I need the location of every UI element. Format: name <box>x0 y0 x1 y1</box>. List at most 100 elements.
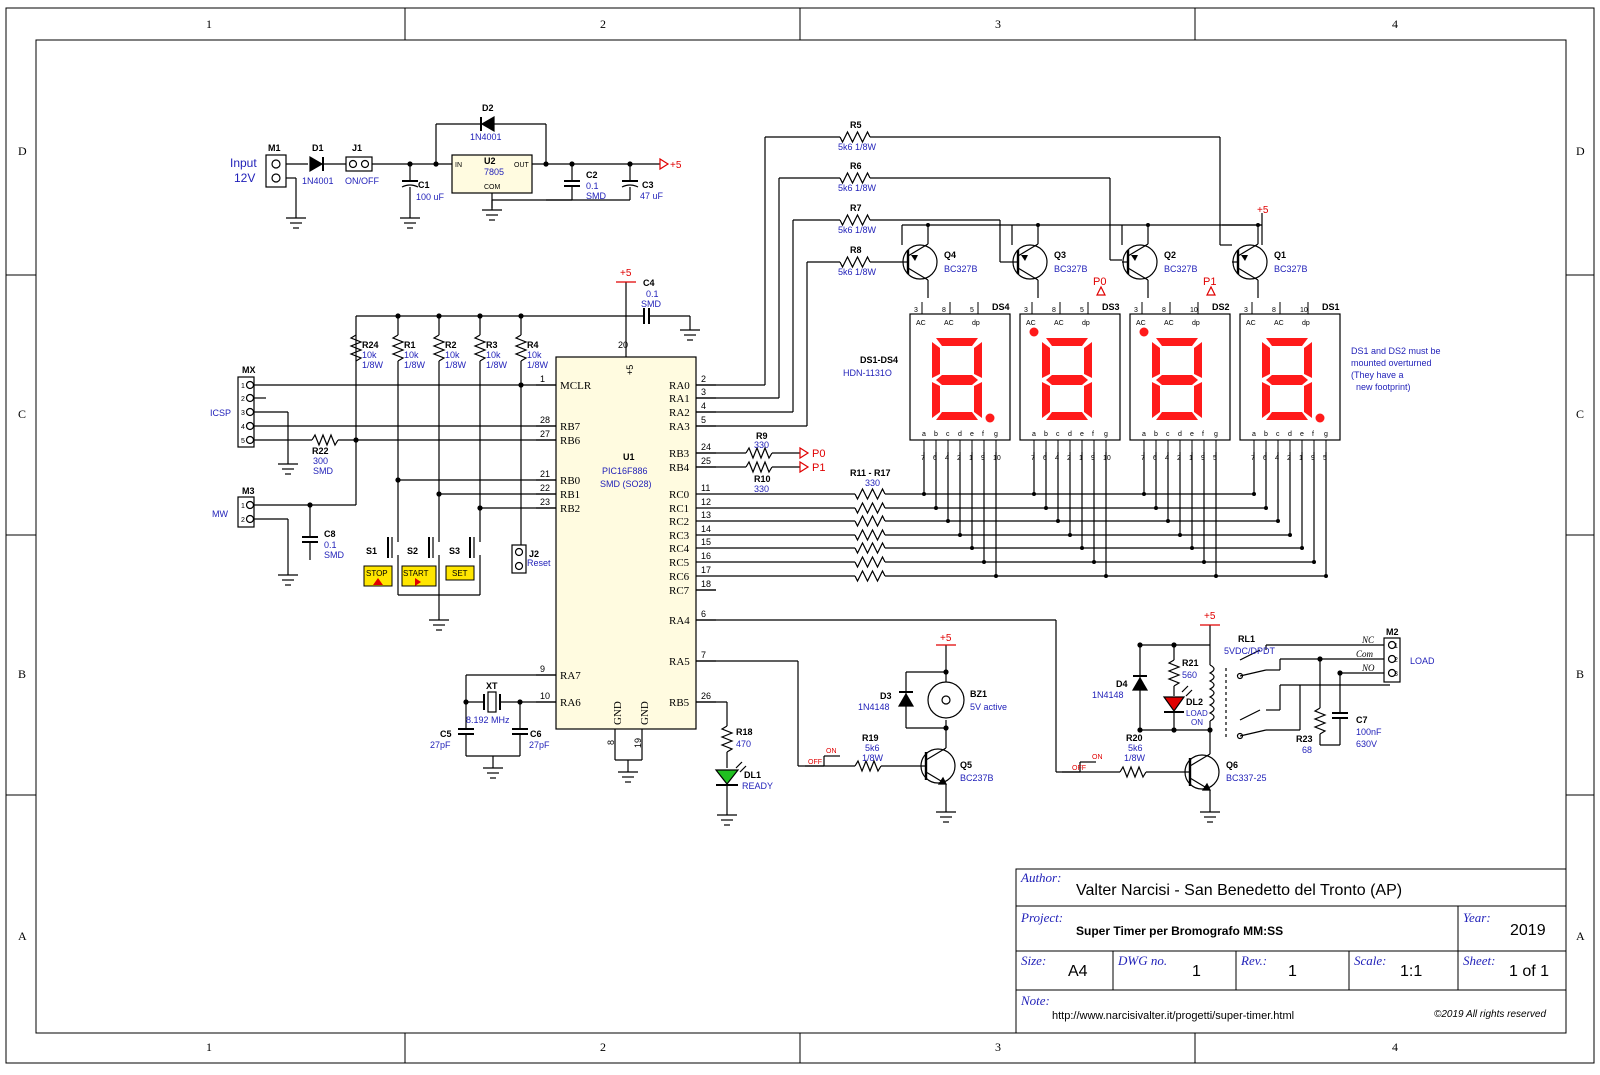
buzzer-supply-net: +5 <box>940 633 952 644</box>
zone-row-d: D <box>18 144 27 158</box>
mcu-pin-name-ra7: RA7 <box>560 670 581 682</box>
mcu-pin-name-ra0: RA0 <box>669 380 690 392</box>
junction-dot <box>934 506 938 510</box>
junction-dot <box>994 574 998 578</box>
mcu-u1 <box>555 356 697 730</box>
r20-v1: 5k6 <box>1128 743 1143 753</box>
d1-value: 1N4001 <box>302 176 334 186</box>
junction-dot <box>1036 223 1040 227</box>
display-top-pin-num: 8 <box>1052 307 1056 314</box>
j1-value: ON/OFF <box>345 176 379 186</box>
junction-dot <box>1166 519 1170 523</box>
input-voltage: 12V <box>234 171 255 185</box>
junction-dot <box>1276 519 1280 523</box>
mcu-pin-num-1: 1 <box>540 374 545 384</box>
r19-ref: R19 <box>862 733 879 743</box>
d3-value: 1N4148 <box>858 702 890 712</box>
zone-col-1: 1 <box>206 17 212 31</box>
segment-c <box>1084 382 1092 418</box>
c8-ref: C8 <box>324 529 336 539</box>
ds-note-line-1: DS1 and DS2 must be <box>1351 346 1441 356</box>
mcu-pin-name-rb0: RB0 <box>560 475 581 487</box>
q4-ref: Q4 <box>944 250 956 260</box>
c4-net: +5 <box>620 268 632 279</box>
mcu-pin-name-rc2: RC2 <box>669 516 689 528</box>
switch-tags <box>363 565 475 587</box>
display-bottom-pin-num: 2 <box>957 455 961 462</box>
segment-a <box>1156 338 1198 346</box>
mcu-pin-name-ra2: RA2 <box>669 407 690 419</box>
mw-pin-2: 2 <box>241 517 245 524</box>
junction-dot <box>1092 560 1096 564</box>
j1-ref: J1 <box>352 143 362 153</box>
junction-dot <box>1202 560 1206 564</box>
mcu-pin-num-26: 26 <box>701 691 711 701</box>
digit-driver-labels: R5 5k6 1/8W R6 5k6 1/8W R7 5k6 1/8W R8 5… <box>838 120 1308 277</box>
r7-value: 5k6 1/8W <box>838 225 877 235</box>
u1-pin-20-num: 20 <box>618 340 628 350</box>
c4-value-2: SMD <box>641 299 662 309</box>
display-top-pin-label: AC <box>1054 320 1064 327</box>
pullup-labels: R24 10k 1/8W R1 10k 1/8W R2 10k 1/8W R3 … <box>210 340 551 578</box>
mx-ref: MX <box>242 365 256 375</box>
r1-v2: 1/8W <box>404 360 426 370</box>
c1-value: 100 uF <box>416 192 445 202</box>
transistor-collector-leg <box>1237 267 1259 281</box>
junction-dot <box>1146 223 1150 227</box>
junction-dot <box>926 223 930 227</box>
c2-value-1: 0.1 <box>586 181 599 191</box>
xt-value: 8.192 MHz <box>466 715 510 725</box>
scale-label: Scale: <box>1354 953 1386 968</box>
u1-pin-19-num: 19 <box>633 738 643 748</box>
display-bottom-pin-num: 7 <box>1031 455 1035 462</box>
display-bottom-pin-num: 7 <box>1141 455 1145 462</box>
segment-dp <box>1139 327 1149 337</box>
segment-dp <box>985 413 995 423</box>
r18-ref: R18 <box>736 727 753 737</box>
c7-ref: C7 <box>1356 715 1368 725</box>
zone-col-3-bottom: 3 <box>995 1040 1001 1054</box>
display-top-pin-label: AC <box>1136 320 1146 327</box>
author-value: Valter Narcisi - San Benedetto del Tront… <box>1076 882 1402 899</box>
zone-row-c-right: C <box>1576 407 1584 421</box>
mcu-pin-name-ra6: RA6 <box>560 697 581 709</box>
dwg-label: DWG no. <box>1117 953 1167 968</box>
ds-note-line-2: mounted overturned <box>1351 358 1432 368</box>
rev-label: Rev.: <box>1240 953 1267 968</box>
r3-ref: R3 <box>486 340 498 350</box>
j2-label: Reset <box>527 558 551 568</box>
ds-group-ref: DS1-DS4 <box>860 355 898 365</box>
junction-dot <box>1264 506 1268 510</box>
segment-e <box>1262 382 1270 418</box>
mcu-pin-name-rc7: RC7 <box>669 585 690 597</box>
r19-v1: 5k6 <box>865 743 880 753</box>
year-label: Year: <box>1463 910 1491 925</box>
segment-b <box>1084 342 1092 378</box>
transistor-collector-leg <box>1127 267 1149 281</box>
display-top-pin-num: 5 <box>1080 307 1084 314</box>
display-top-pin-label: dp <box>1192 320 1200 327</box>
display-bottom-pin-num: 1 <box>1299 455 1303 462</box>
display-seg-label: e <box>1080 431 1084 438</box>
r23-ref: R23 <box>1296 734 1313 744</box>
display-bottom-pin-num: 9 <box>1091 455 1095 462</box>
segment-d <box>1266 412 1308 420</box>
display-seg-label: d <box>1288 431 1292 438</box>
mw-pin-1: 1 <box>241 503 245 510</box>
zone-row-b-right: B <box>1576 667 1584 681</box>
m2-pin-1: 1 <box>1394 643 1398 650</box>
digit-transistors <box>902 223 1268 298</box>
segment-b <box>1194 342 1202 378</box>
junction-dot <box>922 492 926 496</box>
mcu-pin-name-ra1: RA1 <box>669 393 690 405</box>
power-supply-section <box>265 115 670 218</box>
u2-out-label: OUT <box>514 162 530 169</box>
digit-driver-wiring <box>696 136 1263 427</box>
c4-labels: +5 C4 0.1 SMD <box>620 268 662 309</box>
contact-nc: NC <box>1361 635 1375 645</box>
r22-v2: SMD <box>313 466 334 476</box>
display-seg-label: f <box>1202 431 1204 438</box>
segment-resistor <box>854 487 886 501</box>
u2-com-label: COM <box>484 184 501 191</box>
